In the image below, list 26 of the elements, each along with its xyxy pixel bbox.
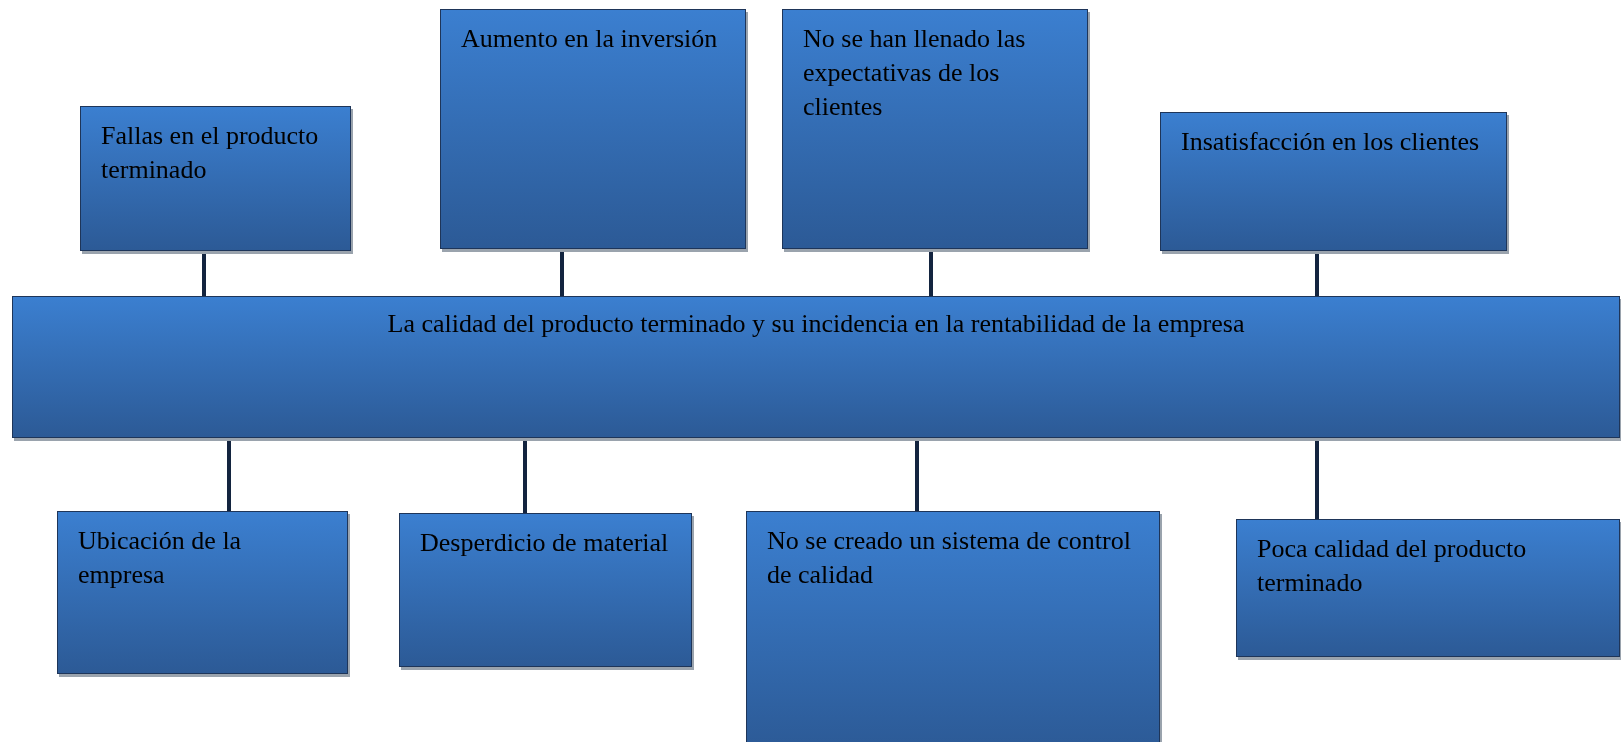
connector-line: [227, 438, 231, 511]
process-box: [782, 9, 1088, 249]
box-text: No se creado un sistema de control de calidad: [767, 525, 1132, 591]
process-box: [1160, 112, 1507, 251]
process-box: [80, 106, 351, 251]
connector-line: [915, 438, 919, 511]
connector-line: [1315, 251, 1319, 296]
process-box: [399, 513, 692, 667]
process-box: [746, 511, 1160, 742]
connector-line: [929, 249, 933, 296]
box-text: Poca calidad del producto terminado: [1257, 533, 1528, 599]
box-text: Insatisfacción en los clientes: [1181, 126, 1481, 158]
connector-line: [560, 249, 564, 296]
box-text: La calidad del producto terminado y su incidencia en la rentabilidad de la empresa: [386, 308, 1246, 340]
process-box: [12, 296, 1620, 438]
process-box: [440, 9, 746, 249]
connector-line: [202, 251, 206, 296]
process-box: [57, 511, 348, 674]
box-text: Fallas en el producto terminado: [101, 120, 320, 186]
connector-line: [1315, 438, 1319, 519]
box-text: No se han llenado las expectativas de los clientes: [803, 23, 1027, 123]
process-box: [1236, 519, 1620, 657]
box-text: Aumento en la inversión: [461, 23, 719, 55]
box-text: Desperdicio de material: [420, 527, 670, 559]
connector-line: [523, 438, 527, 513]
box-text: Ubicación de la empresa: [78, 525, 243, 591]
